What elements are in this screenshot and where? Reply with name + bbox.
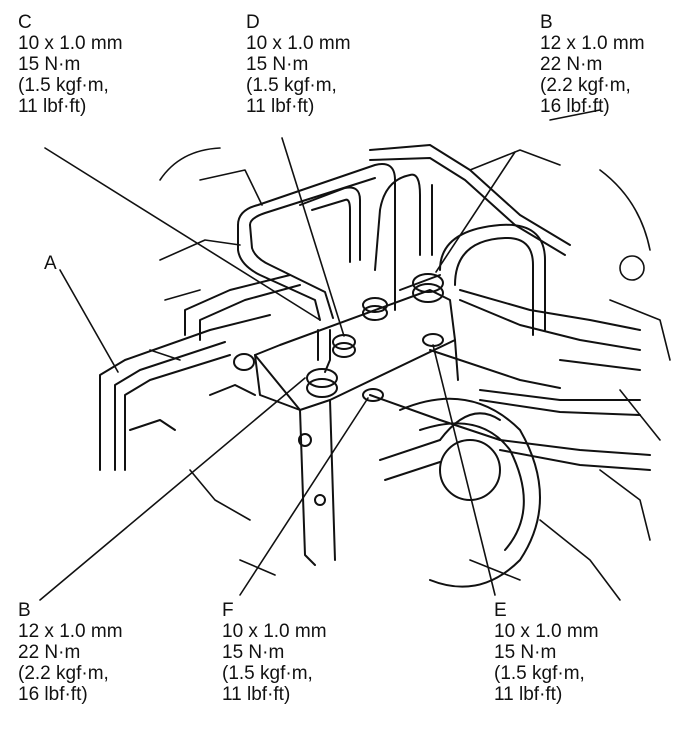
callout-f-torque-nm: 15 N·m [222, 642, 285, 663]
callout-b-top-torque-kgf: (2.2 kgf·m, [540, 75, 631, 96]
callout-d-letter: D [246, 12, 260, 33]
callout-c-torque-lbf: 11 lbf·ft) [18, 96, 87, 117]
leader-d [281, 137, 345, 337]
leader-c [44, 147, 321, 321]
brake-lines [237, 144, 651, 471]
callout-a-letter: A [44, 253, 57, 274]
modulator-block [254, 274, 459, 566]
callout-f-torque-kgf: (1.5 kgf·m, [222, 663, 313, 684]
callout-f-letter: F [222, 600, 234, 621]
callout-b-bottom-size: 12 x 1.0 mm [18, 621, 123, 642]
callout-f: F 10 x 1.0 mm 15 N·m (1.5 kgf·m, 11 lbf·… [222, 600, 327, 705]
callout-d: D 10 x 1.0 mm 15 N·m (1.5 kgf·m, 11 lbf·… [246, 12, 351, 117]
callout-b-bottom-torque-lbf: 16 lbf·ft) [18, 684, 88, 705]
callout-b-bottom-letter: B [18, 600, 31, 621]
callout-b-top-letter: B [540, 12, 553, 33]
callout-f-size: 10 x 1.0 mm [222, 621, 327, 642]
brake-booster [379, 397, 541, 588]
callout-c-size: 10 x 1.0 mm [18, 33, 123, 54]
callout-b-top-torque-nm: 22 N·m [540, 54, 603, 75]
leader-b-bottom [39, 377, 306, 601]
callout-e-size: 10 x 1.0 mm [494, 621, 599, 642]
callout-c-letter: C [18, 12, 32, 33]
callout-b-top-torque-lbf: 16 lbf·ft) [540, 96, 610, 117]
leader-a [59, 269, 119, 373]
callout-b-bottom: B 12 x 1.0 mm 22 N·m (2.2 kgf·m, 16 lbf·… [18, 600, 123, 705]
callout-d-torque-nm: 15 N·m [246, 54, 309, 75]
leader-f [239, 397, 369, 596]
flare-nuts [233, 273, 444, 402]
callout-c-torque-nm: 15 N·m [18, 54, 81, 75]
callout-b-bottom-torque-kgf: (2.2 kgf·m, [18, 663, 109, 684]
callout-b-top: B 12 x 1.0 mm 22 N·m (2.2 kgf·m, 16 lbf·… [540, 12, 645, 117]
leader-e [432, 344, 496, 596]
callout-c: C 10 x 1.0 mm 15 N·m (1.5 kgf·m, 11 lbf·… [18, 12, 123, 117]
callout-d-torque-kgf: (1.5 kgf·m, [246, 75, 337, 96]
leader-lines [39, 137, 516, 601]
callout-d-torque-lbf: 11 lbf·ft) [246, 96, 315, 117]
callout-e-torque-lbf: 11 lbf·ft) [494, 684, 563, 705]
callout-b-top-size: 12 x 1.0 mm [540, 33, 645, 54]
callout-f-torque-lbf: 11 lbf·ft) [222, 684, 291, 705]
callout-e-torque-nm: 15 N·m [494, 642, 557, 663]
callout-e-torque-kgf: (1.5 kgf·m, [494, 663, 585, 684]
callout-e: E 10 x 1.0 mm 15 N·m (1.5 kgf·m, 11 lbf·… [494, 600, 599, 705]
leader-b-top [435, 151, 516, 273]
callout-b-bottom-torque-nm: 22 N·m [18, 642, 81, 663]
callout-e-letter: E [494, 600, 507, 621]
callout-d-size: 10 x 1.0 mm [246, 33, 351, 54]
callout-c-torque-kgf: (1.5 kgf·m, [18, 75, 109, 96]
